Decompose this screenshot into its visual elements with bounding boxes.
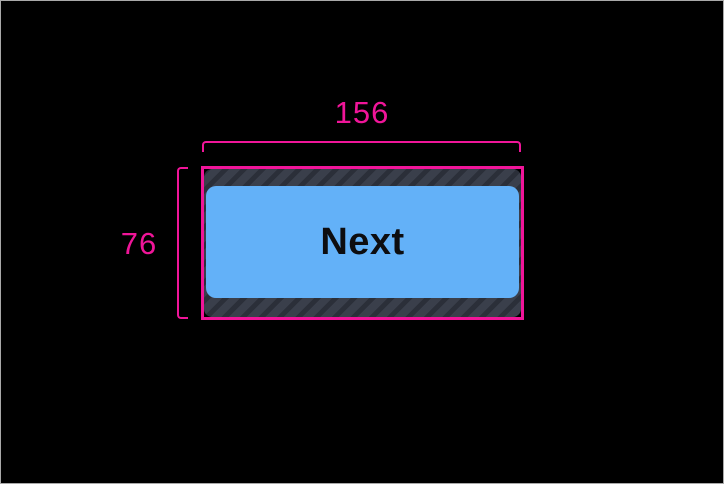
width-dimension-label: 156: [334, 95, 390, 130]
touch-target-outline: Next: [201, 166, 524, 320]
width-dimension-bracket: [202, 141, 521, 152]
touch-target-padding-hatch: Next: [204, 169, 521, 317]
height-dimension-bracket: [177, 167, 188, 319]
height-dimension-label: 76: [120, 226, 158, 261]
next-button[interactable]: Next: [206, 186, 519, 298]
